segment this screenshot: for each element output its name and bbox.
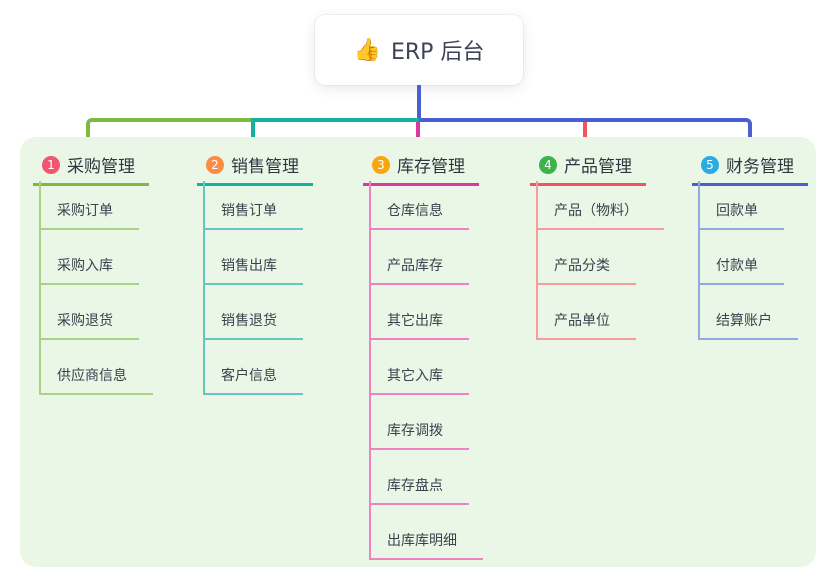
node-item[interactable]: 客户信息: [203, 365, 303, 395]
branch-group-panel: [20, 137, 816, 567]
node-item[interactable]: 销售出库: [203, 255, 303, 285]
branch-product: 4 产品管理 产品（物料） 产品分类 产品单位: [530, 150, 664, 340]
node-item[interactable]: 出库库明细: [369, 530, 483, 560]
node-item[interactable]: 仓库信息: [369, 200, 469, 230]
root-label: ERP 后台: [390, 40, 485, 65]
thumbs-up-icon: 👍: [353, 37, 381, 63]
branch-inventory: 3 库存管理 仓库信息 产品库存 其它出库 其它入库 库存调拨 库存盘点 出库库…: [363, 150, 483, 560]
connector-drop-inventory: [416, 122, 420, 144]
branch-label: 财务管理: [726, 157, 794, 177]
branch-header-sales[interactable]: 2 销售管理: [197, 150, 313, 186]
connector-drop-product: [583, 122, 587, 144]
node-item[interactable]: 结算账户: [698, 310, 798, 340]
node-item[interactable]: 采购入库: [39, 255, 139, 285]
branch-number-badge: 1: [42, 155, 60, 174]
connector-bus-finance: [419, 118, 752, 148]
node-item[interactable]: 采购订单: [39, 200, 139, 230]
node-item[interactable]: 产品单位: [536, 310, 636, 340]
branch-number-badge: 2: [206, 155, 224, 174]
branch-label: 销售管理: [231, 157, 299, 177]
node-item[interactable]: 回款单: [698, 200, 784, 230]
branch-number-badge: 4: [539, 155, 557, 174]
branch-rail: [536, 181, 538, 340]
branch-label: 产品管理: [564, 157, 632, 177]
branch-rail: [203, 181, 205, 395]
node-item[interactable]: 产品库存: [369, 255, 469, 285]
node-item[interactable]: 产品分类: [536, 255, 636, 285]
branch-number-badge: 3: [372, 155, 390, 174]
connector-bus-procurement: [86, 118, 253, 148]
node-item[interactable]: 销售退货: [203, 310, 303, 340]
root-node[interactable]: 👍 ERP 后台: [315, 15, 523, 85]
node-item[interactable]: 采购退货: [39, 310, 139, 340]
branch-label: 库存管理: [397, 157, 465, 177]
branch-rail: [39, 181, 41, 395]
node-item[interactable]: 销售订单: [203, 200, 303, 230]
branch-finance: 5 财务管理 回款单 付款单 结算账户: [692, 150, 808, 340]
node-item[interactable]: 其它入库: [369, 365, 469, 395]
connector-bus-sales: [251, 118, 419, 148]
branch-rail: [698, 181, 700, 340]
connector-root-drop: [417, 85, 421, 120]
node-item[interactable]: 产品（物料）: [536, 200, 664, 230]
branch-sales: 2 销售管理 销售订单 销售出库 销售退货 客户信息: [197, 150, 313, 395]
branch-procurement: 1 采购管理 采购订单 采购入库 采购退货 供应商信息: [33, 150, 153, 395]
node-item[interactable]: 供应商信息: [39, 365, 153, 395]
node-item[interactable]: 库存盘点: [369, 475, 469, 505]
branch-header-inventory[interactable]: 3 库存管理: [363, 150, 479, 186]
branch-header-product[interactable]: 4 产品管理: [530, 150, 646, 186]
branch-header-procurement[interactable]: 1 采购管理: [33, 150, 149, 186]
node-item[interactable]: 其它出库: [369, 310, 469, 340]
node-item[interactable]: 付款单: [698, 255, 784, 285]
branch-label: 采购管理: [67, 157, 135, 177]
branch-header-finance[interactable]: 5 财务管理: [692, 150, 808, 186]
branch-rail: [369, 181, 371, 560]
branch-number-badge: 5: [701, 155, 719, 174]
node-item[interactable]: 库存调拨: [369, 420, 469, 450]
